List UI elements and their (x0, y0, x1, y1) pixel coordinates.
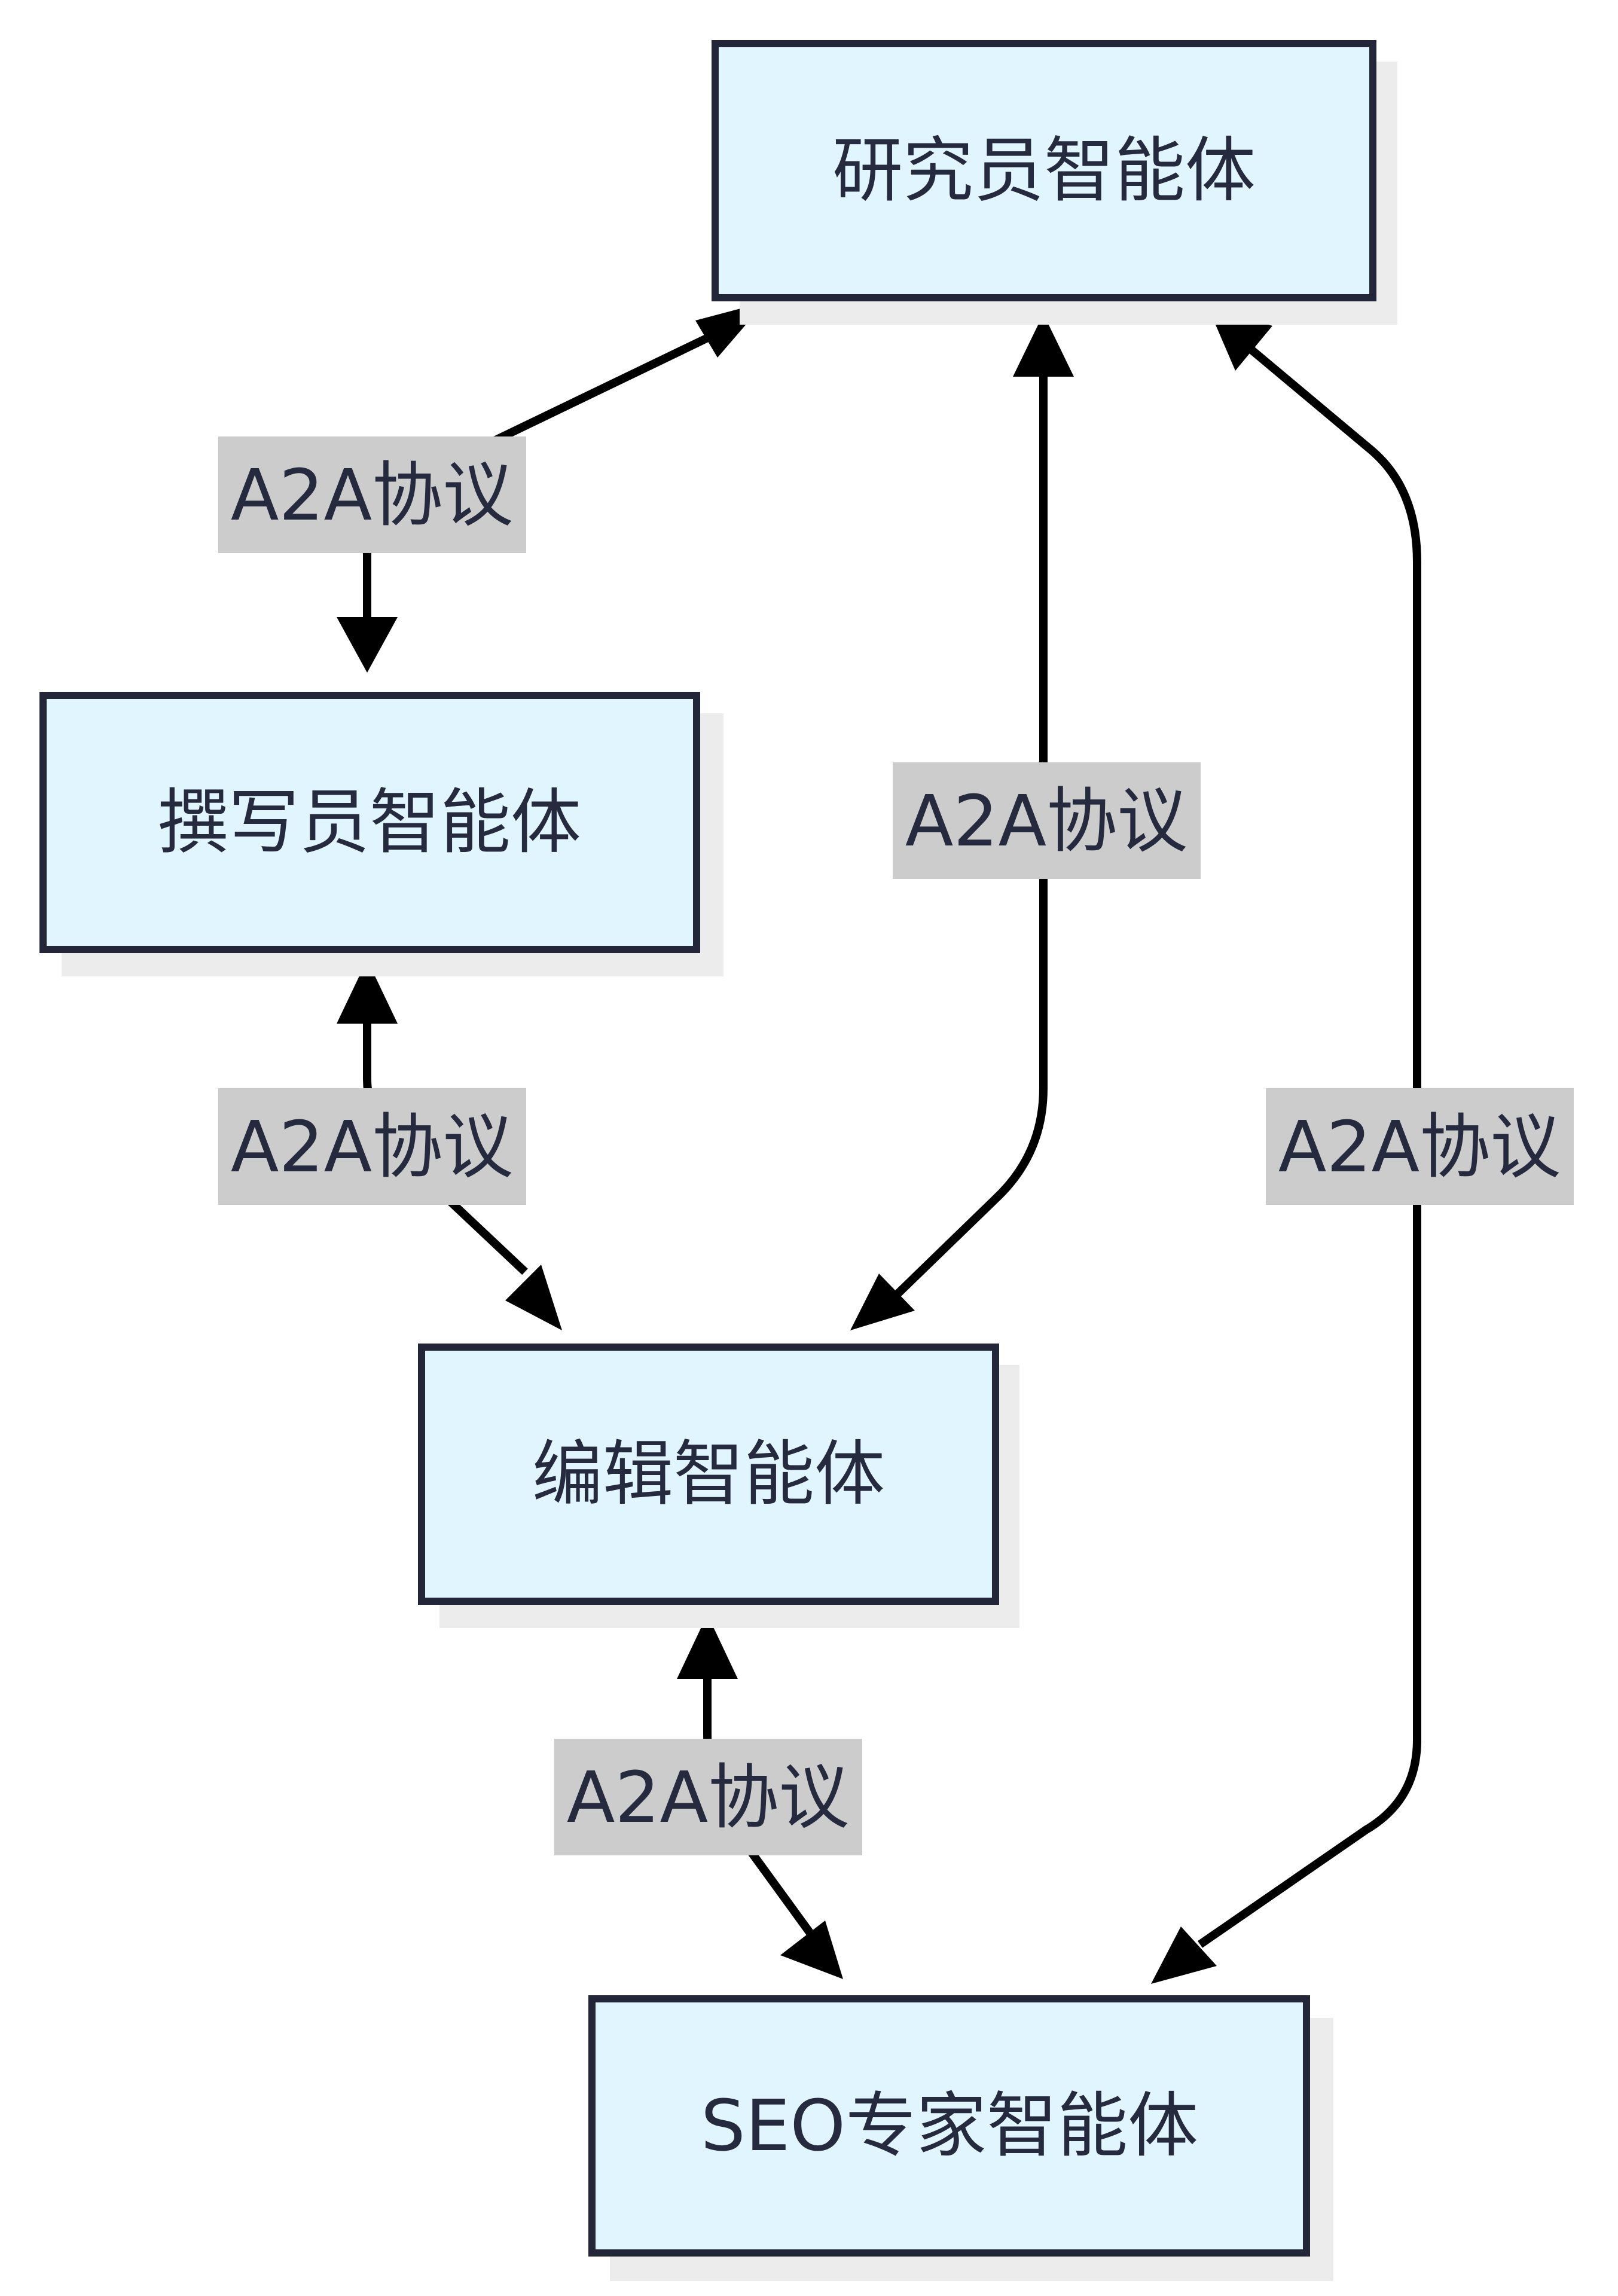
edge-label-background (218, 436, 526, 553)
node-label: 撰写员智能体 (158, 781, 581, 863)
node-researcher-agent[interactable]: 研究员智能体 (712, 40, 1397, 325)
edge-label-editor-seo: A2A协议 (554, 1739, 862, 1855)
edge-label-background (893, 762, 1201, 879)
node-label: SEO专家智能体 (701, 2084, 1198, 2167)
edge-label-writer-editor: A2A协议 (218, 1088, 526, 1205)
edge-label-researcher-writer: A2A协议 (218, 436, 526, 553)
node-label: 研究员智能体 (832, 129, 1256, 212)
arrow-head-icon (1013, 314, 1074, 377)
arrow-head-icon (337, 617, 398, 673)
arrow-head-icon (505, 1265, 562, 1330)
node-box (418, 1344, 999, 1605)
node-box (588, 1995, 1310, 2257)
edge-label-researcher-editor: A2A协议 (893, 762, 1201, 879)
edge-researcher-editor (850, 314, 1074, 1330)
edge-label-text: A2A协议 (567, 1756, 850, 1839)
arrow-head-icon (780, 1921, 843, 1979)
node-label: 编辑智能体 (532, 1433, 885, 1515)
arrow-head-icon (1151, 1926, 1217, 1984)
arrow-head-icon (677, 1614, 738, 1679)
node-seo-agent[interactable]: SEO专家智能体 (588, 1995, 1333, 2281)
arrow-head-icon (850, 1274, 915, 1330)
node-box (712, 40, 1376, 301)
edge-label-background (1266, 1088, 1574, 1205)
edge-label-background (554, 1739, 862, 1855)
edge-label-researcher-seo: A2A协议 (1266, 1088, 1574, 1205)
edge-label-text: A2A协议 (905, 780, 1188, 862)
edge-label-text: A2A协议 (231, 454, 514, 536)
arrow-head-icon (337, 960, 398, 1024)
node-editor-agent[interactable]: 编辑智能体 (418, 1344, 1019, 1628)
node-box (39, 692, 700, 953)
edge-label-background (218, 1088, 526, 1205)
edge-label-text: A2A协议 (231, 1106, 514, 1188)
edge-label-text: A2A协议 (1278, 1106, 1561, 1188)
edge-line (1198, 343, 1421, 1948)
edge-line (892, 368, 1048, 1300)
node-writer-agent[interactable]: 撰写员智能体 (39, 692, 723, 976)
